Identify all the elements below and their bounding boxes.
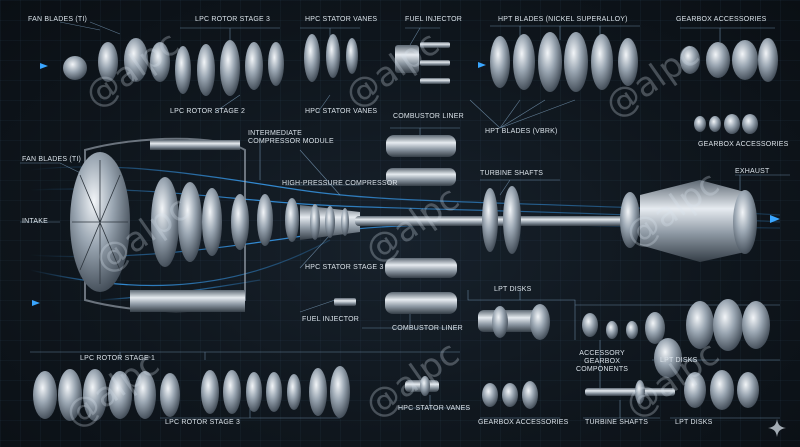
label-accessory-gearbox-components: ACCESSORY GEARBOX COMPONENTS (576, 350, 629, 373)
arrow-markers (32, 62, 780, 306)
turbine-shafts-bottom-parts (585, 380, 675, 404)
label-turbine-shafts-top: TURBINE SHAFTS (480, 170, 544, 177)
hpt-blades-top-row (490, 32, 638, 92)
combustor-liner-mid-parts (385, 258, 457, 314)
label-gearbox-accessories-bottom: GEARBOX ACCESSORIES (478, 419, 569, 426)
label-intake: INTAKE (22, 218, 48, 225)
label-lpt-disks-center: LPT DISKS (494, 286, 532, 293)
fuel-injector-top-parts (395, 42, 450, 84)
label-fan-blades-top: FAN BLADES (TI) (28, 16, 88, 23)
combustor-liner-top-parts (386, 135, 456, 186)
lpc-rotor-bottom-row (33, 369, 180, 421)
label-combustor-liner-top: COMBUSTOR LINER (393, 113, 464, 120)
fuel-injector-mid-part (334, 298, 356, 306)
hpc-stator-vanes-bottom-parts (405, 376, 439, 396)
label-fuel-injector-mid: FUEL INJECTOR (302, 316, 360, 323)
label-lpt-disks-right: LPT DISKS (660, 357, 698, 364)
label-exhaust: EXHAUST (735, 168, 770, 175)
label-hpc-stator-vanes-bottom: HPC STATOR VANES (398, 405, 471, 412)
label-hpc-stator-vanes-mid: HPC STATOR VANES (305, 108, 378, 115)
lpt-disks-center-parts (478, 304, 550, 340)
lpc-rotor-stage3-top-discs (175, 40, 284, 96)
label-hpt-blades-nickel: HPT BLADES (NICKEL SUPERALLOY) (498, 16, 628, 23)
sparkle-icon (768, 419, 786, 437)
label-lpc-rotor-stage3-top: LPC ROTOR STAGE 3 (195, 16, 271, 23)
gearbox-accessories-right-parts (694, 114, 758, 134)
label-lpc-rotor-stage3-bottom: LPC ROTOR STAGE 3 (165, 419, 241, 426)
label-lpc-rotor-stage1: LPC ROTOR STAGE 1 (80, 355, 156, 362)
label-lpt-disks-bottom: LPT DISKS (675, 419, 713, 426)
label-turbine-shafts-bottom: TURBINE SHAFTS (585, 419, 649, 426)
label-hpc-stator-stage3: HPC STATOR STAGE 3 (305, 264, 384, 271)
label-high-pressure-compressor: HIGH-PRESSURE COMPRESSOR (282, 180, 398, 187)
hpc-stator-vanes-top-parts (304, 34, 358, 82)
fan-blades-top-group (63, 38, 170, 82)
gearbox-accessories-top-parts (680, 38, 778, 82)
lpt-disks-right-parts (686, 299, 770, 351)
label-lpc-rotor-stage2: LPC ROTOR STAGE 2 (170, 108, 246, 115)
label-fan-blades-left: FAN BLADES (TI) (22, 156, 82, 163)
label-gearbox-accessories-right: GEARBOX ACCESSORIES (698, 141, 789, 148)
lpc-rotor-stage3-bottom-row (201, 366, 350, 418)
lpt-disks-bottom-parts (684, 370, 759, 410)
label-hpt-blades-vbrk: HPT BLADES (VBRK) (485, 128, 558, 135)
label-hpc-stator-vanes-top: HPC STATOR VANES (305, 16, 378, 23)
gearbox-accessories-bottom-parts (482, 381, 538, 409)
accessory-gearbox-parts (582, 312, 682, 378)
main-engine-assembly (70, 137, 757, 313)
label-combustor-liner-mid: COMBUSTOR LINER (392, 325, 463, 332)
label-gearbox-accessories-top: GEARBOX ACCESSORIES (676, 16, 767, 23)
label-intermediate-compressor-module: INTERMEDIATE COMPRESSOR MODULE (248, 130, 334, 145)
label-fuel-injector-top: FUEL INJECTOR (405, 16, 463, 23)
